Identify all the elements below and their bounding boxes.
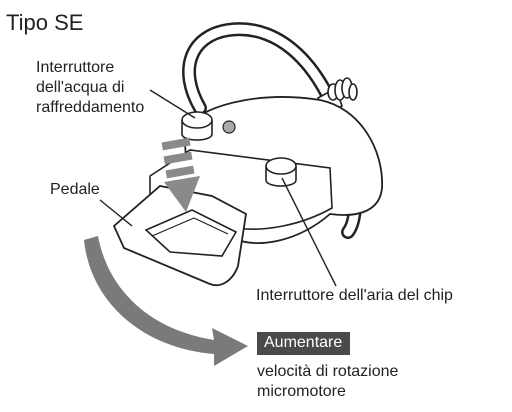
water-switch-label-line-2: dell'acqua di [36, 79, 125, 96]
page-title: Tipo SE [6, 10, 84, 35]
increase-badge: Aumentare [257, 332, 351, 355]
pedal-label: Pedale [50, 181, 100, 198]
pedal-leader [99, 199, 133, 227]
chip-air-switch-button [265, 157, 297, 187]
speed-description-line-1: velocità di rotazione [257, 363, 399, 380]
speed-description-line-2: micromotore [257, 383, 346, 400]
press-arrow [161, 137, 200, 212]
chip-air-switch-label: Interruttore dell'aria del chip [256, 287, 453, 304]
speed-description: velocità di rotazione micromotore [257, 362, 398, 402]
water-switch-label-line-1: Interruttore [36, 59, 115, 76]
water-switch-label: Interruttore dell'acqua di raffreddament… [36, 58, 144, 118]
indicator-dot [222, 120, 236, 134]
water-switch-button [181, 111, 213, 141]
water-switch-label-line-3: raffreddamento [36, 99, 145, 116]
chip-air-leader [281, 177, 337, 287]
pedal-slot [144, 209, 238, 257]
rotation-arrow [84, 236, 248, 366]
water-switch-leader [149, 89, 196, 119]
